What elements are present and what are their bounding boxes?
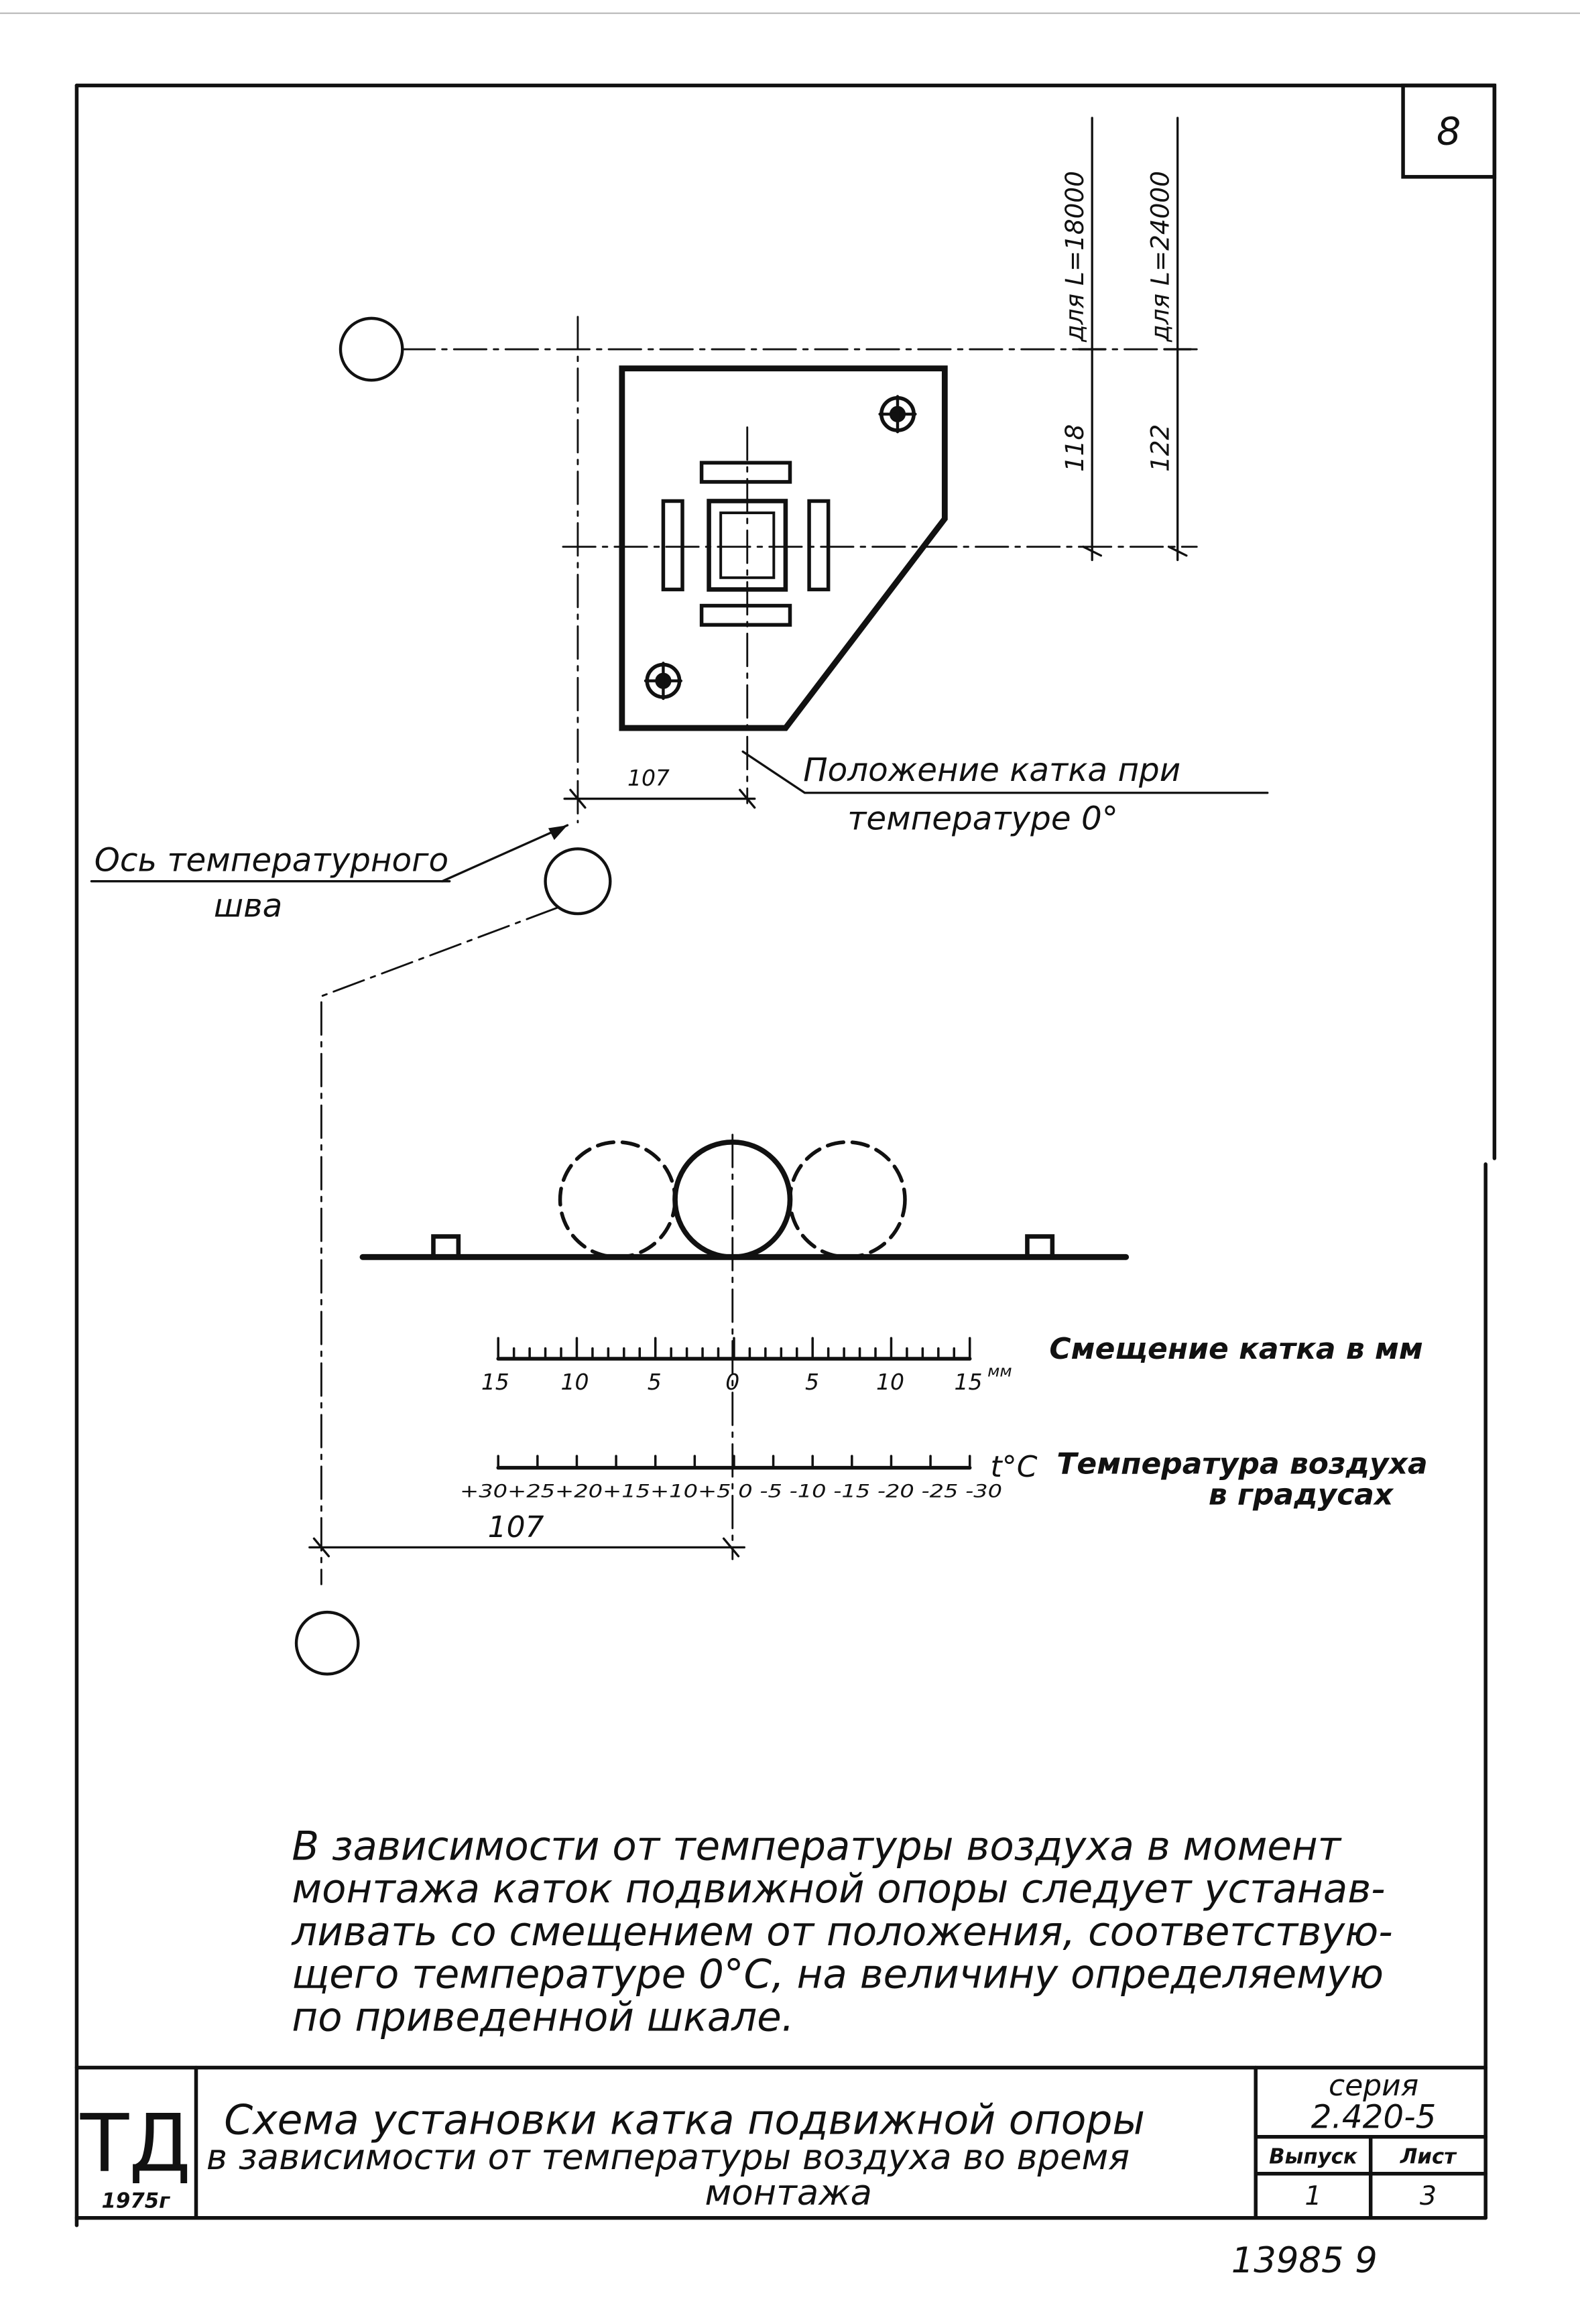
dimension-107-bottom [308,1537,745,1558]
joint-axis-label-2: шва [214,887,282,924]
offset-label-122: 122 [1146,424,1175,472]
roller-shifted-right [788,1140,907,1260]
series-value: 2.420-5 [1311,2099,1437,2136]
displacement-tick-label: 10 [876,1369,904,1395]
displacement-tick-label: 15 [955,1369,983,1395]
note-line-2: монтажа каток подвижной опоры следует ус… [292,1866,1385,1912]
displacement-unit: мм [987,1361,1012,1380]
title-line-3: монтажа [705,2173,872,2213]
rib-bottom [699,603,792,627]
dimension-107-top [563,788,756,809]
stop-lug-left [431,1234,461,1260]
sheet-number: 8 [1437,109,1461,154]
rib-top [699,461,792,484]
anchor-bolt-icon [878,395,917,434]
temperature-tick-labels: +30+25+20+15+10+5 0 -5 -10 -15 -20 -25 -… [460,1482,1002,1502]
temperature-unit: t°C [990,1450,1037,1484]
title-line-1: Схема установки катка подвижной опоры [224,2095,1145,2144]
span-label-24000: для L=24000 [1146,171,1175,343]
title-line-2: в зависимости от температуры воздуха во … [206,2137,1130,2178]
footer-number: 13985 9 [1231,2240,1378,2281]
title-block [74,2065,1487,2220]
issue-label: Выпуск [1269,2144,1358,2168]
roller-shifted-left [558,1140,677,1260]
sheet-frame [74,83,1497,2227]
offset-label-118: 118 [1060,424,1089,472]
vertical-dimensions [1077,117,1193,562]
td-logo: ТД [80,2097,191,2189]
issue-value: 1 [1304,2181,1321,2211]
roller-position-leader [741,750,1269,794]
installation-note: В зависимости от температуры воздуха в м… [291,1823,1392,2040]
series-label: серия [1329,2069,1418,2103]
temperature-scale [496,1455,972,1470]
temperature-scale-title-1: Температура воздуха [1056,1447,1427,1481]
displacement-tick-label: 0 [725,1369,739,1395]
displacement-tick-label: 15 [481,1369,509,1395]
roller-position-label-1: Положение катка при [803,751,1180,789]
displacement-tick-label: 5 [648,1369,662,1395]
note-line-1: В зависимости от температуры воздуха в м… [292,1823,1341,1869]
displacement-scale [496,1337,972,1361]
sheet-number-box [1401,83,1497,179]
dimension-107-bottom-label: 107 [488,1510,544,1544]
joint-axis-leader [441,824,569,883]
anchor-bolt-icon [644,662,683,700]
stop-lug-right [1025,1234,1055,1260]
displacement-scale-title: Смещение катка в мм [1049,1332,1422,1366]
displacement-tick-label: 5 [805,1369,819,1395]
sheet-value: 3 [1420,2181,1437,2211]
temperature-scale-title-2: в градусах [1209,1478,1394,1512]
roller-position-label-2: температуре 0° [847,800,1118,838]
rib-left [661,499,684,592]
note-line-4: щего температуре 0°С, на величину опреде… [292,1951,1384,1998]
sheet-label: Лист [1400,2144,1457,2168]
title-year: 1975г [102,2189,171,2213]
anchor-circle-middle [544,847,612,916]
span-label-18000: для L=18000 [1060,171,1089,343]
anchor-circle-bottom [294,1610,360,1676]
bearing-plate [619,365,948,731]
dimension-107-top-label: 107 [627,765,670,791]
displacement-tick-label: 10 [561,1369,589,1395]
anchor-circle-top [339,316,404,382]
note-line-5: по приведенной шкале. [292,1994,794,2040]
center-block-inner [719,511,776,579]
leader-arrowhead [548,825,568,841]
axis-path-lower [320,906,558,1585]
rib-right [807,499,831,592]
note-line-3: ливать со смещением от положения, соотве… [291,1908,1392,1955]
joint-axis-label-1: Ось температурного [95,841,448,879]
